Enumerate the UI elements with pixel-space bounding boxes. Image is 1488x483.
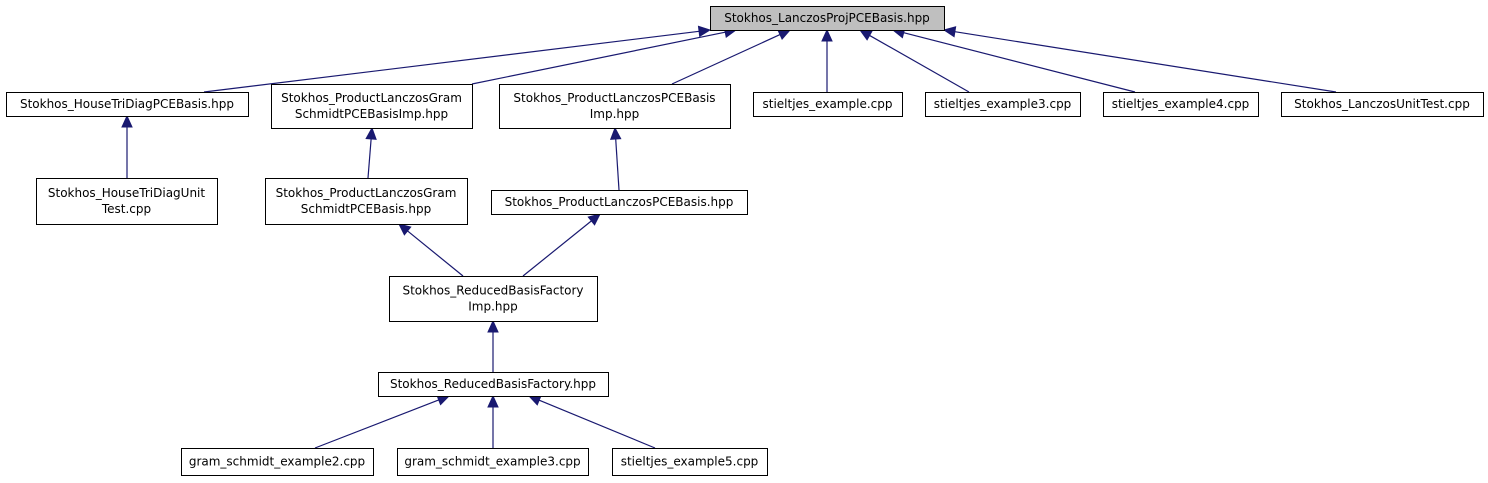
file-node-stex5[interactable]: stieltjes_example5.cpp xyxy=(612,448,768,476)
edge-houseut-to-house xyxy=(121,114,133,178)
arrowhead-icon xyxy=(121,114,133,128)
edge-line xyxy=(407,230,464,277)
file-node-label: Stokhos_LanczosProjPCEBasis.hpp xyxy=(724,11,930,25)
edge-stex4-to-root xyxy=(891,27,1136,93)
arrowhead-icon xyxy=(697,25,712,38)
file-node-label: Imp.hpp xyxy=(590,107,640,121)
file-node-root[interactable]: Stokhos_LanczosProjPCEBasis.hpp xyxy=(710,6,945,31)
edge-line xyxy=(314,399,439,449)
edge-line xyxy=(471,31,726,85)
file-node-label: Test.cpp xyxy=(101,202,151,216)
file-node-box xyxy=(710,6,945,31)
file-node-label: gram_schmidt_example3.cpp xyxy=(404,455,580,469)
edge-plpimp-to-root xyxy=(671,29,792,85)
edge-lut-to-root xyxy=(942,26,1337,93)
file-node-label: SchmidtPCEBasisImp.hpp xyxy=(295,107,448,121)
arrowhead-icon xyxy=(942,26,957,38)
edge-line xyxy=(954,31,1337,93)
file-node-box xyxy=(491,190,748,215)
file-node-plgs[interactable]: Stokhos_ProductLanczosGramSchmidtPCEBasi… xyxy=(265,178,468,225)
edge-stex5-to-rbf xyxy=(527,395,656,449)
file-node-box xyxy=(271,84,473,129)
file-node-house[interactable]: Stokhos_HouseTriDiagPCEBasis.hpp xyxy=(6,92,249,117)
edge-line xyxy=(671,34,781,85)
arrowhead-icon xyxy=(398,223,412,236)
edge-rbfimp-to-plgs xyxy=(398,223,464,277)
edge-stex3-to-root xyxy=(858,29,970,93)
arrowhead-icon xyxy=(858,29,873,41)
file-node-plp[interactable]: Stokhos_ProductLanczosPCEBasis.hpp xyxy=(491,190,748,215)
edge-line xyxy=(367,138,372,179)
edge-gs3-to-rbf xyxy=(487,394,499,448)
file-node-box xyxy=(378,372,609,397)
file-node-label: Stokhos_ProductLanczosGram xyxy=(281,91,462,105)
file-node-box xyxy=(36,178,218,225)
file-node-box xyxy=(389,276,598,322)
file-node-label: Stokhos_HouseTriDiagPCEBasis.hpp xyxy=(20,97,234,111)
file-node-gs3[interactable]: gram_schmidt_example3.cpp xyxy=(397,448,589,476)
file-node-stex[interactable]: stieltjes_example.cpp xyxy=(753,92,903,117)
file-node-box xyxy=(181,448,374,476)
file-node-label: SchmidtPCEBasis.hpp xyxy=(301,202,431,216)
arrowhead-icon xyxy=(487,394,499,408)
file-node-box xyxy=(499,84,731,129)
edges xyxy=(121,25,1337,449)
edge-rbfimp-to-plp xyxy=(522,213,601,277)
file-node-lut[interactable]: Stokhos_LanczosUnitTest.cpp xyxy=(1281,92,1484,117)
file-node-stex4[interactable]: stieltjes_example4.cpp xyxy=(1103,92,1259,117)
edge-gs2-to-rbf xyxy=(314,394,451,449)
arrowhead-icon xyxy=(487,319,499,333)
file-node-label: stieltjes_example.cpp xyxy=(763,97,893,111)
file-node-box xyxy=(6,92,249,117)
file-node-label: stieltjes_example5.cpp xyxy=(621,455,759,469)
edge-house-to-root xyxy=(203,25,712,93)
file-node-label: Stokhos_HouseTriDiagUnit xyxy=(48,186,206,200)
edge-plp-to-plpimp xyxy=(609,126,622,191)
arrowhead-icon xyxy=(609,126,622,140)
edge-stex-to-root xyxy=(821,28,833,92)
file-node-box xyxy=(397,448,589,476)
file-node-label: stieltjes_example3.cpp xyxy=(934,97,1072,111)
edge-line xyxy=(203,30,700,93)
file-node-label: Stokhos_LanczosUnitTest.cpp xyxy=(1294,97,1470,111)
file-node-label: Stokhos_ProductLanczosPCEBasis.hpp xyxy=(505,195,734,209)
edge-line xyxy=(869,34,970,93)
file-node-label: Imp.hpp xyxy=(468,300,518,314)
file-node-box xyxy=(612,448,768,476)
arrowhead-icon xyxy=(777,29,792,41)
file-node-label: Stokhos_ReducedBasisFactory xyxy=(402,284,583,298)
arrowhead-icon xyxy=(365,126,377,140)
edge-line xyxy=(903,32,1136,93)
file-node-box xyxy=(1281,92,1484,117)
edge-plgsimp-to-root xyxy=(471,26,738,85)
file-node-gs2[interactable]: gram_schmidt_example2.cpp xyxy=(181,448,374,476)
file-node-label: Stokhos_ReducedBasisFactory.hpp xyxy=(390,377,596,391)
arrowhead-icon xyxy=(821,28,833,42)
edge-plgs-to-plgsimp xyxy=(365,126,377,179)
file-node-rbf[interactable]: Stokhos_ReducedBasisFactory.hpp xyxy=(378,372,609,397)
file-node-box xyxy=(265,178,468,225)
file-node-box xyxy=(1103,92,1259,117)
nodes: Stokhos_LanczosProjPCEBasis.hppStokhos_H… xyxy=(6,6,1484,476)
file-node-stex3[interactable]: stieltjes_example3.cpp xyxy=(925,92,1081,117)
file-node-label: gram_schmidt_example2.cpp xyxy=(189,455,365,469)
file-node-plgsimp[interactable]: Stokhos_ProductLanczosGramSchmidtPCEBasi… xyxy=(271,84,473,129)
edge-line xyxy=(522,220,592,277)
edge-rbf-to-rbfimp xyxy=(487,319,499,372)
file-node-label: Stokhos_ProductLanczosPCEBasis xyxy=(513,91,715,105)
file-node-box xyxy=(925,92,1081,117)
arrowhead-icon xyxy=(587,213,601,226)
edge-line xyxy=(538,399,656,449)
file-node-label: stieltjes_example4.cpp xyxy=(1112,97,1250,111)
edge-line xyxy=(615,138,620,191)
file-node-box xyxy=(753,92,903,117)
file-node-label: Stokhos_ProductLanczosGram xyxy=(276,186,457,200)
